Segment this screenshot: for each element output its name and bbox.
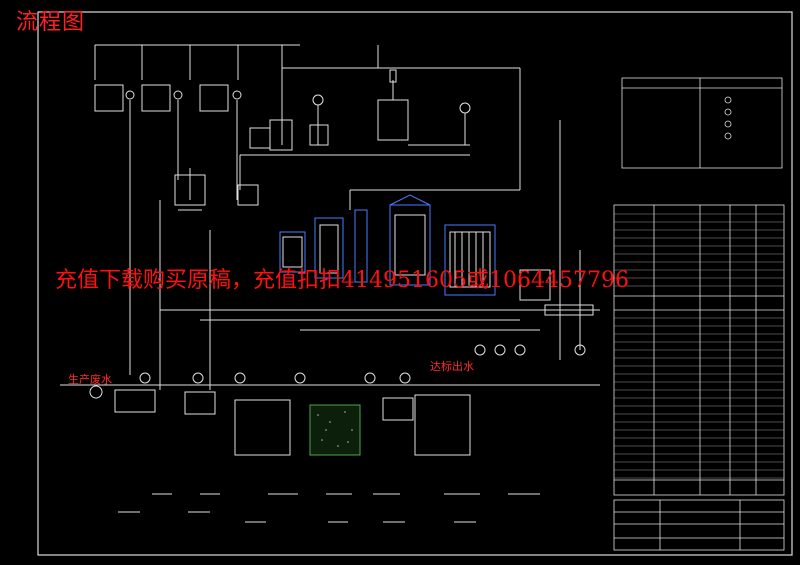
legend-block	[621, 77, 783, 169]
table-row-lines	[614, 213, 784, 479]
raw-water-label: 生产废水	[68, 372, 112, 386]
drawing-title: 流程图	[16, 10, 86, 35]
mixing-tank	[174, 168, 259, 211]
drawing-border	[37, 11, 793, 556]
bottom-tanks	[60, 344, 600, 456]
upper-equipment	[239, 69, 471, 190]
sludge-hatch	[317, 411, 353, 447]
watermark-text: 充值下载购买原稿，充值扣扣414951605或1064457796	[55, 268, 629, 293]
bottom-captions	[118, 493, 540, 523]
treatment-units	[159, 120, 600, 390]
title-block	[613, 499, 785, 551]
effluent-label: 达标出水	[430, 359, 474, 373]
dosing-units	[94, 44, 521, 375]
